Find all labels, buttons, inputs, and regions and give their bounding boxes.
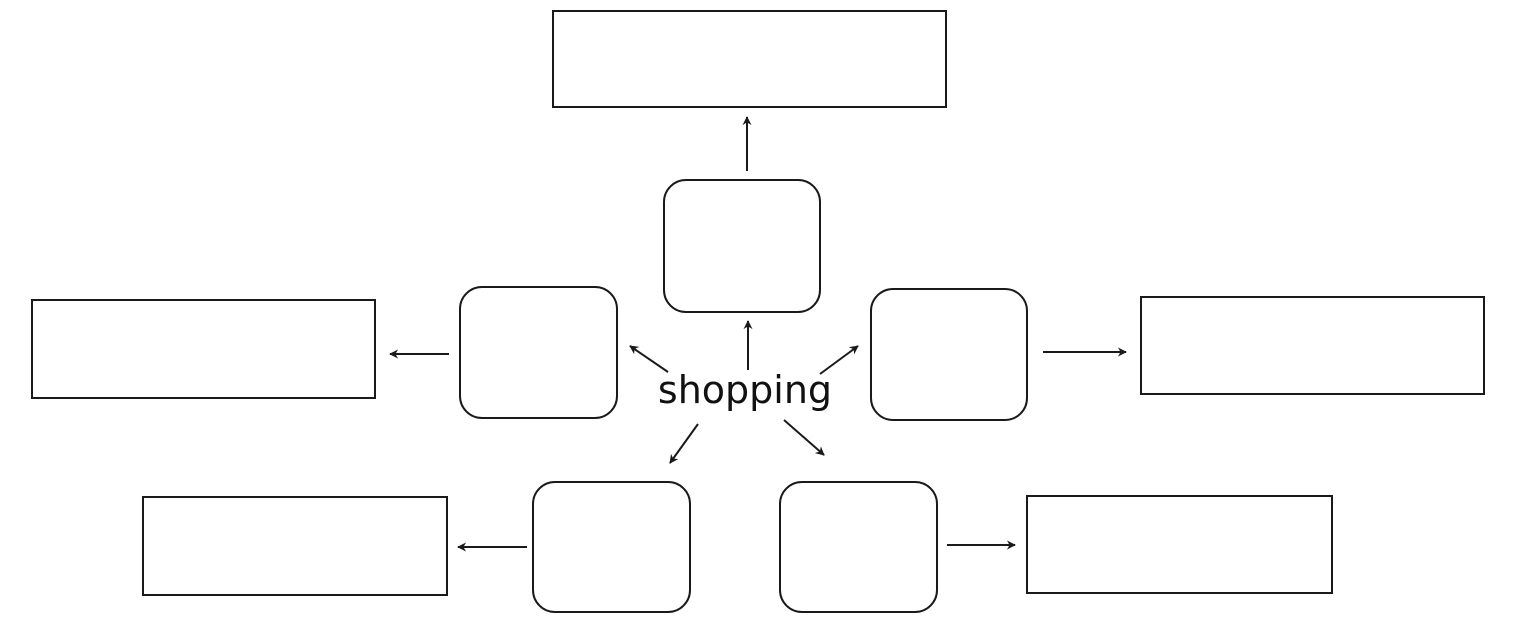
inner-box-bottom-left (532, 481, 691, 613)
outer-box-bottom-left (142, 496, 448, 596)
inner-box-bottom-right (779, 481, 938, 613)
outer-box-right (1140, 296, 1485, 395)
center-label: shopping (658, 368, 832, 412)
arrow-center-to-bottom-right (783, 419, 825, 456)
inner-box-right (870, 288, 1028, 421)
arrow-center-to-bottom-left (669, 423, 699, 464)
outer-box-left (31, 299, 376, 399)
arrow-center-to-right (819, 345, 859, 375)
inner-box-left (459, 286, 618, 419)
outer-box-top (552, 10, 947, 108)
outer-box-bottom-right (1026, 495, 1333, 594)
arrow-center-to-left (629, 345, 669, 373)
inner-box-top (663, 179, 821, 313)
